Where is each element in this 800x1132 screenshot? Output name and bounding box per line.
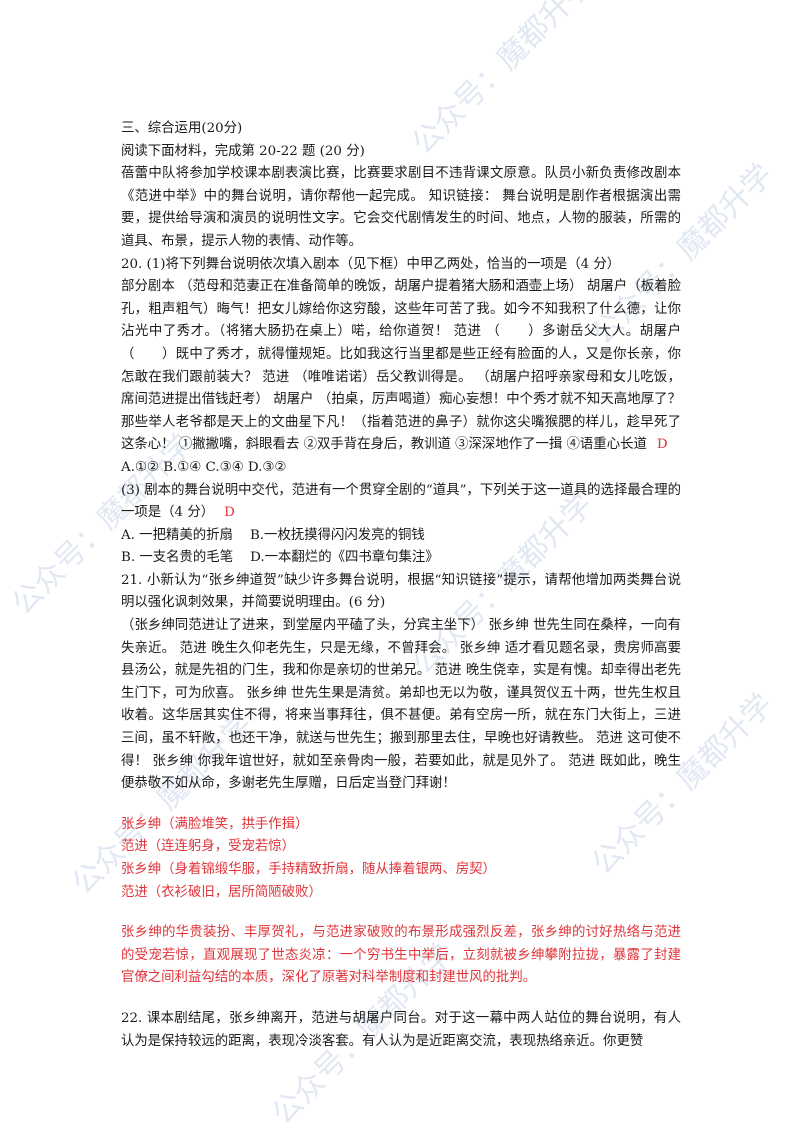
q21-answer-line: 范进（连连躬身，受宠若惊） (121, 839, 296, 855)
q20-script: 部分剧本 （范母和范妻正在准备简单的晚饭，胡屠户提着猪大肠和酒壶上场） 胡屠户（… (121, 276, 681, 457)
spacer (121, 990, 681, 1008)
option-a: A. 一把精美的折扇 (121, 527, 233, 543)
document-body: 三、综合运用(20分) 阅读下面材料，完成第 20-22 题 (20 分) 蓓蕾… (121, 118, 681, 1053)
q21-reason: 张乡绅的华贵装扮、丰厚贺礼，与范进家破败的布景形成强烈反差，张乡绅的讨好热络与范… (121, 925, 681, 986)
q20-script-text: 部分剧本 （范母和范妻正在准备简单的晚饭，胡屠户提着猪大肠和酒壶上场） 胡屠户（… (121, 279, 681, 453)
q20-options: A.①② B.①④ C.③④ D.③② (121, 459, 287, 475)
spacer (121, 904, 681, 922)
q20-answer: D (656, 437, 668, 453)
q21-stem: 21. 小新认为“张乡绅道贺”缺少许多舞台说明，根据“知识链接”提示，请帮他增加… (121, 572, 681, 611)
q20-3-stem-text: (3) 剧本的舞台说明中交代，范进有一个贯穿全剧的“道具”，下列关于这一道具的选… (121, 482, 681, 521)
q20-3-options-row1: A. 一把精美的折扇 B.一枚抚摸得闪闪发亮的铜钱 (121, 525, 681, 548)
q21-answer-line: 张乡绅（身着锦缎华服，手持精致折扇，随从捧着银两、房契） (121, 862, 496, 877)
spacer (121, 796, 681, 814)
option-b: B.一枚抚摸得闪闪发亮的铜钱 (249, 527, 425, 543)
section-title: 三、综合运用(20分) (121, 121, 243, 136)
q21-answer-line: 范进（衣衫破旧，居所简陋破败） (121, 884, 322, 900)
option-d: D.一本翻烂的《四书章句集注》 (250, 550, 439, 566)
intro-passage: 蓓蕾中队将参加学校课本剧表演比赛，比赛要求剧目不违背课文原意。队员小新负责修改剧… (121, 166, 681, 249)
q22-stem: 22. 课本剧结尾，张乡绅离开，范进与胡屠户同台。对于这一幕中两人站位的舞台说明… (121, 1010, 681, 1049)
q20-3-options-row2: B. 一支名贵的毛笔 D.一本翻烂的《四书章句集注》 (121, 547, 681, 570)
option-c: B. 一支名贵的毛笔 (121, 550, 234, 566)
q21-answer-line: 张乡绅（满脸堆笑，拱手作揖） (121, 816, 309, 832)
q21-script: （张乡绅同范进让了进来，到堂屋内平磕了头，分宾主坐下） 张乡绅 世先生同在桑梓，… (121, 618, 681, 792)
q20-3-answer: D (224, 505, 235, 521)
q20-3-stem: (3) 剧本的舞台说明中交代，范进有一个贯穿全剧的“道具”，下列关于这一道具的选… (121, 480, 681, 525)
q20-stem: 20. (1)将下列舞台说明依次填入剧本（见下框）中甲乙两处，恰当的一项是（4 … (121, 256, 621, 272)
intro-instruction: 阅读下面材料，完成第 20-22 题 (20 分) (121, 143, 365, 159)
